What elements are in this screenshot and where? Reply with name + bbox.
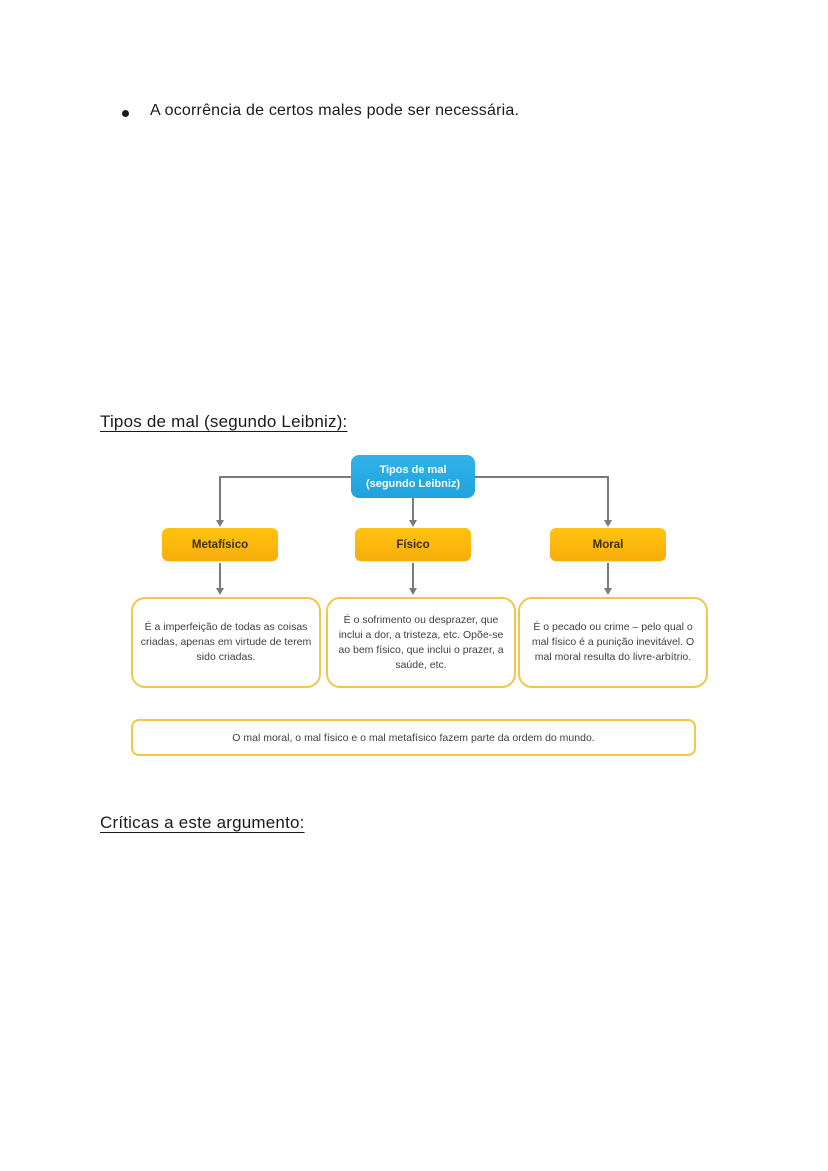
connector-line <box>412 498 414 520</box>
arrowhead-icon <box>215 588 224 595</box>
connector-line <box>607 476 609 520</box>
connector-line <box>412 563 414 588</box>
connector-line <box>219 476 351 478</box>
connector-line <box>219 476 221 520</box>
bullet-item: A ocorrência de certos males pode ser ne… <box>122 102 519 120</box>
arrowhead-icon <box>603 588 612 595</box>
heading-criticas: Críticas a este argumento: <box>100 813 305 832</box>
bullet-text: A ocorrência de certos males pode ser ne… <box>150 102 520 119</box>
tipos-de-mal-diagram: Tipos de mal (segundo Leibniz) Metafísic… <box>130 450 708 762</box>
root-box-line1: Tipos de mal <box>379 463 447 476</box>
diagram-root-box: Tipos de mal (segundo Leibniz) <box>351 455 475 498</box>
branch-box-metafisico: Metafísico <box>162 528 278 561</box>
branch-box-moral: Moral <box>550 528 666 561</box>
arrowhead-icon <box>408 588 417 595</box>
description-box-fisico: É o sofrimento ou desprazer, que inclui … <box>326 597 516 688</box>
branch-box-fisico: Físico <box>355 528 471 561</box>
diagram-footer-box: O mal moral, o mal físico e o mal metafí… <box>131 719 696 756</box>
arrowhead-icon <box>215 520 224 527</box>
description-box-metafisico: É a imperfeição de todas as coisas criad… <box>131 597 321 688</box>
arrowhead-icon <box>408 520 417 527</box>
root-box-line2: (segundo Leibniz) <box>365 477 461 490</box>
bullet-icon <box>122 110 129 117</box>
heading-tipos-de-mal: Tipos de mal (segundo Leibniz): <box>100 412 348 431</box>
connector-line <box>475 476 608 478</box>
connector-line <box>607 563 609 588</box>
connector-line <box>219 563 221 588</box>
description-box-moral: É o pecado ou crime – pelo qual o mal fí… <box>518 597 708 688</box>
arrowhead-icon <box>603 520 612 527</box>
